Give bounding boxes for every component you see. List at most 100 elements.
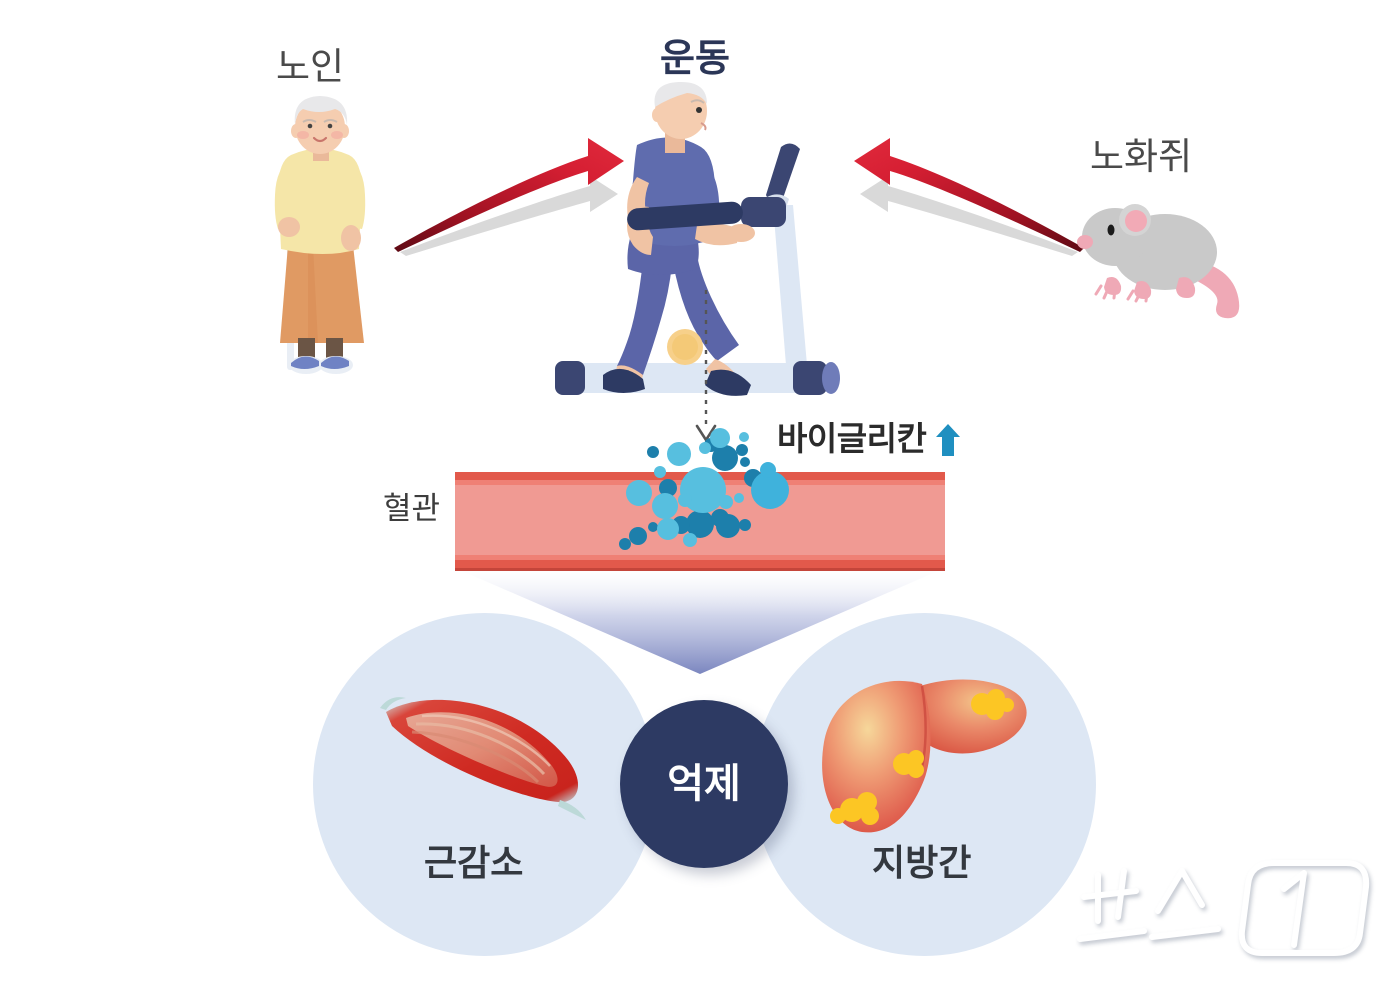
mouse-eye <box>1107 224 1115 236</box>
molecule-dark <box>740 457 750 467</box>
treadmill-handle-rail <box>627 201 743 231</box>
molecule-light <box>683 533 697 547</box>
eye-left <box>307 123 313 129</box>
treadmill-roller-left <box>555 361 585 395</box>
label-sarcopenia: 근감소 <box>424 842 524 883</box>
mouse-toes-2 <box>1126 289 1149 303</box>
circle-fatty-liver <box>753 613 1096 956</box>
mouse-toes-1 <box>1094 284 1117 300</box>
mouse-foot-back <box>1176 277 1196 298</box>
molecule-dark <box>647 446 659 458</box>
molecule-dark <box>736 444 748 456</box>
curved-arrow-right-icon <box>394 138 624 252</box>
liver-fat-deposit <box>893 750 924 778</box>
molecule-dark <box>619 538 631 550</box>
muscle-fiber-line <box>415 722 546 776</box>
label-biglycan: 바이글리칸 <box>777 420 927 457</box>
muscle-tendon-bottom <box>558 800 586 820</box>
dotted-down-arrow-icon <box>695 424 717 443</box>
man-shoe-back <box>603 368 645 393</box>
hand-on-cane <box>278 217 300 237</box>
biglycan-molecule-cluster <box>619 428 789 550</box>
shoe-left <box>291 356 319 369</box>
secretion-path-arrow <box>695 290 717 443</box>
mouse-ear-inner <box>1125 210 1147 232</box>
head <box>295 100 345 154</box>
molecule-light <box>626 480 652 506</box>
molecule-light <box>710 428 730 448</box>
molecule-light <box>699 442 711 454</box>
hand-free <box>341 225 361 251</box>
man-leg-back <box>617 260 672 375</box>
molecule-light <box>739 432 749 442</box>
flow-arrow-left-group <box>394 138 624 256</box>
molecule-light <box>734 493 744 503</box>
man-leg-front <box>673 255 739 361</box>
circle-suppress: 억제 <box>620 700 788 868</box>
muscle-fiber-line <box>411 730 540 784</box>
leg-left <box>298 338 315 360</box>
leg-right <box>326 338 343 360</box>
treadmill-console <box>766 143 800 203</box>
vessel-wall-bottom <box>455 560 945 568</box>
man-forearm <box>695 223 739 246</box>
muscle-tendon-top <box>380 697 406 710</box>
man-ear <box>652 108 662 122</box>
mouse-nose <box>1077 235 1093 249</box>
man-mouth <box>700 122 707 131</box>
molecule-light <box>667 442 691 466</box>
treadmill-roller-right <box>793 361 827 395</box>
elderly-woman-illustration <box>274 96 366 374</box>
liver-fat-deposit <box>971 689 1014 720</box>
mouth <box>312 136 328 143</box>
molecule-dark <box>712 445 738 471</box>
convergence-triangle <box>455 568 945 674</box>
muscle-fiber-line <box>421 714 551 767</box>
molecule-light <box>654 466 666 478</box>
molecule-light <box>678 493 692 507</box>
vessel-wall-bottom-inner <box>455 555 945 560</box>
sleeve-right <box>346 159 366 229</box>
treadmill-roller-cap <box>822 362 840 394</box>
molecule-light <box>751 471 789 509</box>
down-triangle-icon <box>455 568 945 674</box>
molecule-dark <box>739 519 751 531</box>
thigh-biglycan-marker-inner <box>672 334 698 360</box>
skirt-fold <box>308 245 318 343</box>
molecule-dark <box>659 479 677 497</box>
molecule-dark <box>686 510 714 538</box>
liver-fat-deposit <box>830 792 879 825</box>
arrow-up-icon <box>936 424 960 456</box>
label-exercise: 운동 <box>660 38 730 80</box>
molecule-light <box>719 495 733 509</box>
fatty-liver-illustration <box>822 679 1027 833</box>
man-eye <box>696 107 702 113</box>
man-brow <box>690 99 705 104</box>
brow-right <box>323 119 338 123</box>
treadmill-exercise-illustration <box>555 81 840 396</box>
label-blood-vessel: 혈관 <box>383 491 441 526</box>
man-hair <box>654 81 707 107</box>
curved-arrow-right-shadow-icon <box>400 176 618 256</box>
molecule-dark <box>629 527 647 545</box>
treadmill-post <box>773 205 807 365</box>
blush-left <box>297 131 309 139</box>
brow-left <box>302 119 317 123</box>
curved-arrow-left-icon <box>854 138 1084 252</box>
treadmill-handle-front <box>741 197 786 227</box>
muscle-illustration <box>380 697 586 820</box>
molecule-light <box>657 518 679 540</box>
molecule-dark <box>648 522 658 532</box>
man-hand <box>727 224 755 242</box>
news1-watermark <box>1077 860 1370 956</box>
blush-right <box>331 131 343 139</box>
liver-right-lobe <box>918 679 1027 754</box>
curved-arrow-left-shadow-icon <box>860 176 1078 256</box>
hair <box>294 96 348 125</box>
molecule-dark <box>716 514 740 538</box>
aging-mouse-illustration <box>1077 204 1240 319</box>
circle-sarcopenia <box>313 613 656 956</box>
shoe-right <box>321 356 349 369</box>
eye-right <box>327 123 333 129</box>
